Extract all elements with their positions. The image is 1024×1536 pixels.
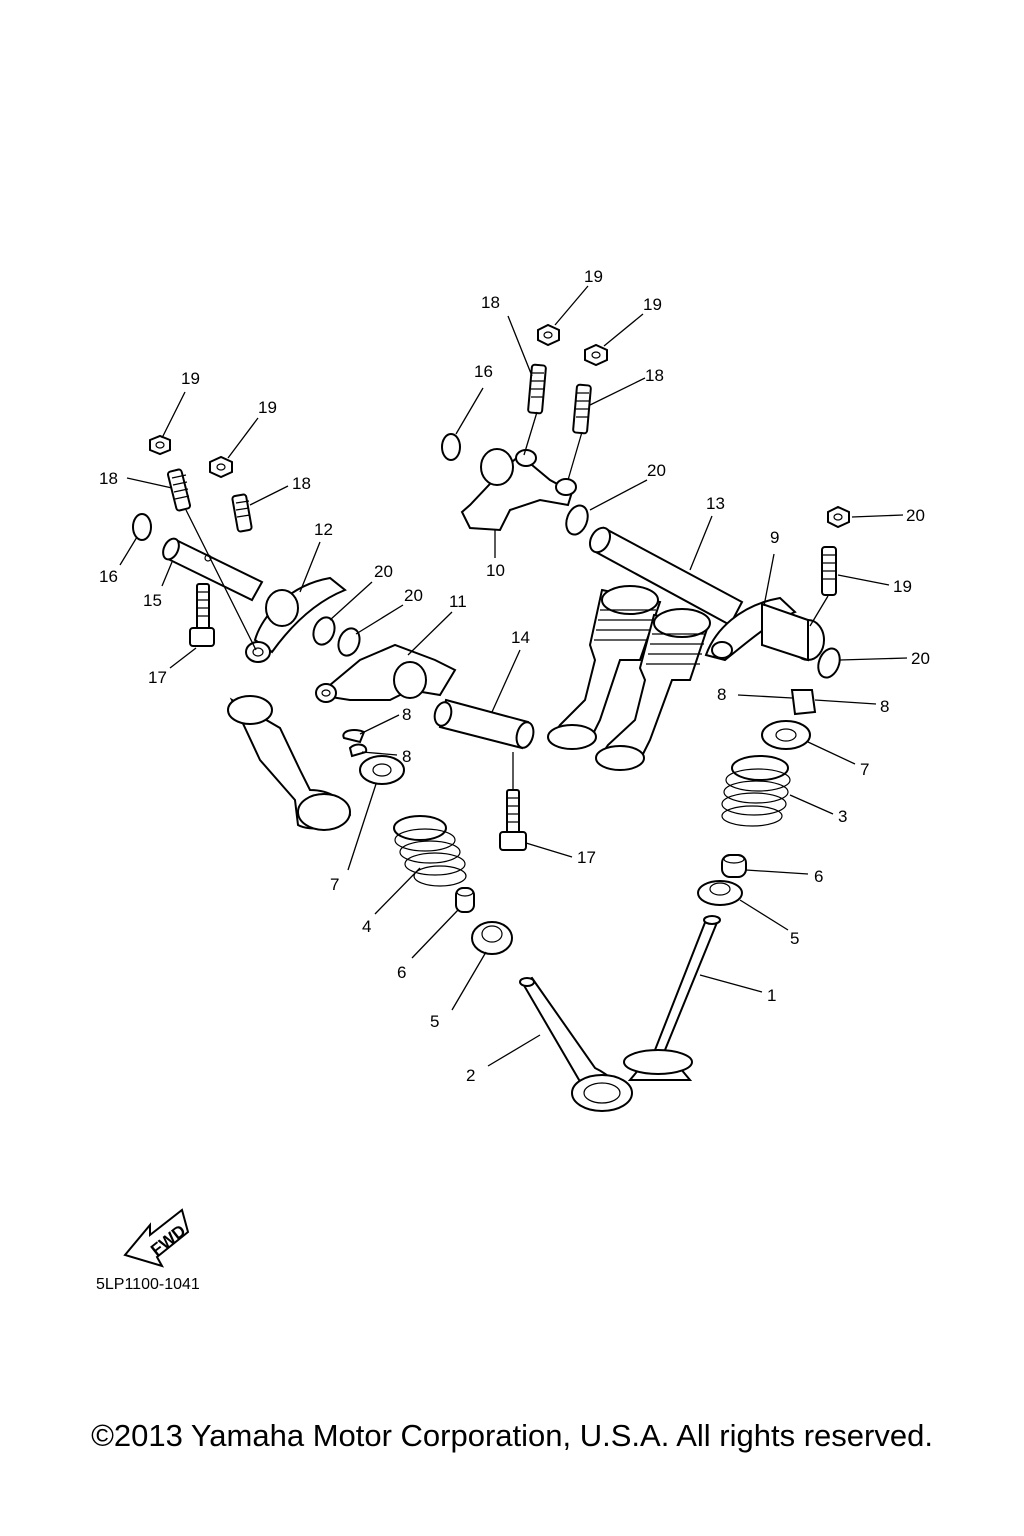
cotter-8-right xyxy=(790,689,817,716)
seat-5-left xyxy=(471,921,513,955)
callout-8-right-a: 8 xyxy=(717,685,726,704)
seal-6-left xyxy=(455,887,475,913)
callout-1: 1 xyxy=(767,986,776,1005)
callout-18-right: 19 xyxy=(893,577,912,596)
callout-10: 10 xyxy=(486,561,505,580)
callout-13: 13 xyxy=(706,494,725,513)
callout-6-left: 6 xyxy=(397,963,406,982)
stud-18-left-a xyxy=(167,468,191,512)
callout-16-center: 16 xyxy=(474,362,493,381)
callout-4: 4 xyxy=(362,917,371,936)
callout-20-left-a: 20 xyxy=(374,562,393,581)
rocker-arm-10 xyxy=(460,448,577,532)
stud-18-center-b xyxy=(572,383,592,435)
callout-19-center-b: 19 xyxy=(643,295,662,314)
nut-19-left-b xyxy=(209,455,233,479)
callout-7-left: 7 xyxy=(330,875,339,894)
spring-3 xyxy=(721,755,791,827)
callout-labels: 19 19 18 18 16 15 17 12 20 20 11 19 19 1… xyxy=(99,267,930,1085)
callout-19-center-a: 19 xyxy=(584,267,603,286)
callout-17-left: 17 xyxy=(148,668,167,687)
valve-tappet-left xyxy=(227,695,352,831)
nut-19-center-b xyxy=(584,343,608,367)
rocker-shaft-13 xyxy=(588,526,744,627)
stud-18-left-b xyxy=(231,493,253,533)
lifter-center-b xyxy=(595,608,711,771)
seat-5-right xyxy=(697,880,743,906)
callout-8-right-b: 8 xyxy=(880,697,889,716)
callout-9: 9 xyxy=(770,528,779,547)
callout-19-right: 20 xyxy=(906,506,925,525)
callout-8-left-b: 8 xyxy=(402,747,411,766)
callout-18-center-b: 18 xyxy=(645,366,664,385)
callout-7-right: 7 xyxy=(860,760,869,779)
callout-20-center: 20 xyxy=(647,461,666,480)
callout-18-left-a: 18 xyxy=(99,469,118,488)
callout-17-center: 17 xyxy=(577,848,596,867)
callout-15: 15 xyxy=(143,591,162,610)
spring-4 xyxy=(393,815,467,887)
copyright-notice: ©2013 Yamaha Motor Corporation, U.S.A. A… xyxy=(91,1418,933,1453)
diagram-code: 5LP1100-1041 xyxy=(96,1276,200,1293)
rocker-arm-11 xyxy=(315,643,457,703)
lifter-center-a xyxy=(547,585,662,750)
leader-lines xyxy=(119,285,908,1067)
gasket-20-left-b xyxy=(337,627,361,657)
callout-3: 3 xyxy=(838,807,847,826)
nut-19-right xyxy=(827,505,850,529)
callout-14: 14 xyxy=(511,628,530,647)
nut-19-left-a xyxy=(149,434,171,456)
callout-5-left: 5 xyxy=(430,1012,439,1031)
retainer-7-right xyxy=(761,720,811,750)
callout-20-right: 20 xyxy=(911,649,930,668)
callout-19-left-b: 19 xyxy=(258,398,277,417)
callout-8-left-a: 8 xyxy=(402,705,411,724)
callout-16-left: 16 xyxy=(99,567,118,586)
stud-18-right xyxy=(821,546,837,596)
seal-6-right xyxy=(721,854,747,878)
rocker-shaft-14 xyxy=(433,698,535,750)
rocker-arm-12 xyxy=(245,576,347,663)
gasket-20-left-a xyxy=(312,616,336,646)
rocker-shaft-15 xyxy=(162,537,264,602)
retainer-7-left xyxy=(359,755,405,785)
bolt-17-left xyxy=(189,583,215,647)
fwd-arrow-icon: FWD xyxy=(123,1208,189,1268)
o-ring-16-center xyxy=(441,433,461,461)
bolt-17-center xyxy=(499,789,527,851)
callout-6-right: 6 xyxy=(814,867,823,886)
callout-2: 2 xyxy=(466,1066,475,1085)
callout-5-right: 5 xyxy=(790,929,799,948)
rocker-arm-9 xyxy=(704,596,825,662)
valve-2 xyxy=(519,976,633,1112)
stud-18-center-a xyxy=(527,363,547,415)
callout-18-center-a: 18 xyxy=(481,293,500,312)
o-ring-16-left xyxy=(132,513,152,541)
callout-18-left-b: 18 xyxy=(292,474,311,493)
valve-1 xyxy=(623,915,721,1081)
cotter-8-left xyxy=(342,729,368,758)
nut-19-center-a xyxy=(537,323,560,347)
gasket-20-center xyxy=(565,504,589,536)
callout-11: 11 xyxy=(449,592,467,611)
gasket-20-right xyxy=(817,647,841,679)
callout-20-left-b: 20 xyxy=(404,586,423,605)
callout-12: 12 xyxy=(314,520,333,539)
callout-19-left-a: 19 xyxy=(181,369,200,388)
